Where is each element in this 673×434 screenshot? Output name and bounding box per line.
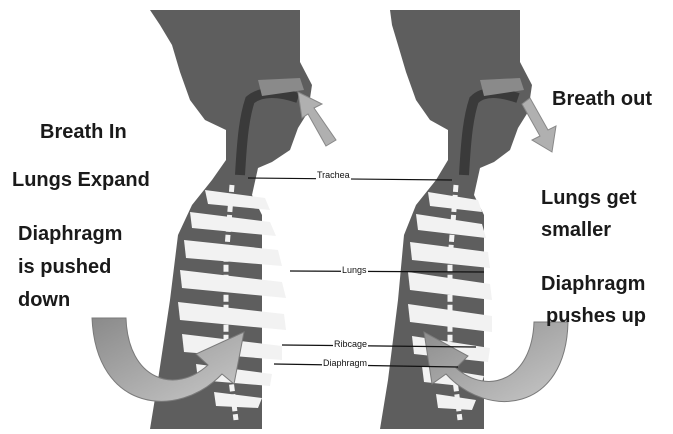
trachea-label: Trachea xyxy=(316,170,351,180)
ribcage-label: Ribcage xyxy=(333,339,368,349)
breath-out-label: Breath out xyxy=(552,87,652,112)
diaphragm-label: Diaphragm xyxy=(322,358,368,368)
diaphragm-up-line2: pushes up xyxy=(546,304,646,329)
diaphragm-down-line3: down xyxy=(18,288,70,313)
diaphragm-down-line2: is pushed xyxy=(18,255,111,280)
lungs-smaller-line1: Lungs get xyxy=(541,186,637,211)
diaphragm-down-line1: Diaphragm xyxy=(18,222,122,247)
lungs-smaller-line2: smaller xyxy=(541,218,611,243)
inhale-figure xyxy=(92,10,336,429)
inhale-nose-arrow xyxy=(298,92,336,146)
diaphragm-up-line1: Diaphragm xyxy=(541,272,645,297)
lungs-expand-label: Lungs Expand xyxy=(12,168,150,193)
breath-in-label: Breath In xyxy=(40,120,127,145)
exhale-nose-arrow xyxy=(522,98,556,152)
lungs-label: Lungs xyxy=(341,265,368,275)
